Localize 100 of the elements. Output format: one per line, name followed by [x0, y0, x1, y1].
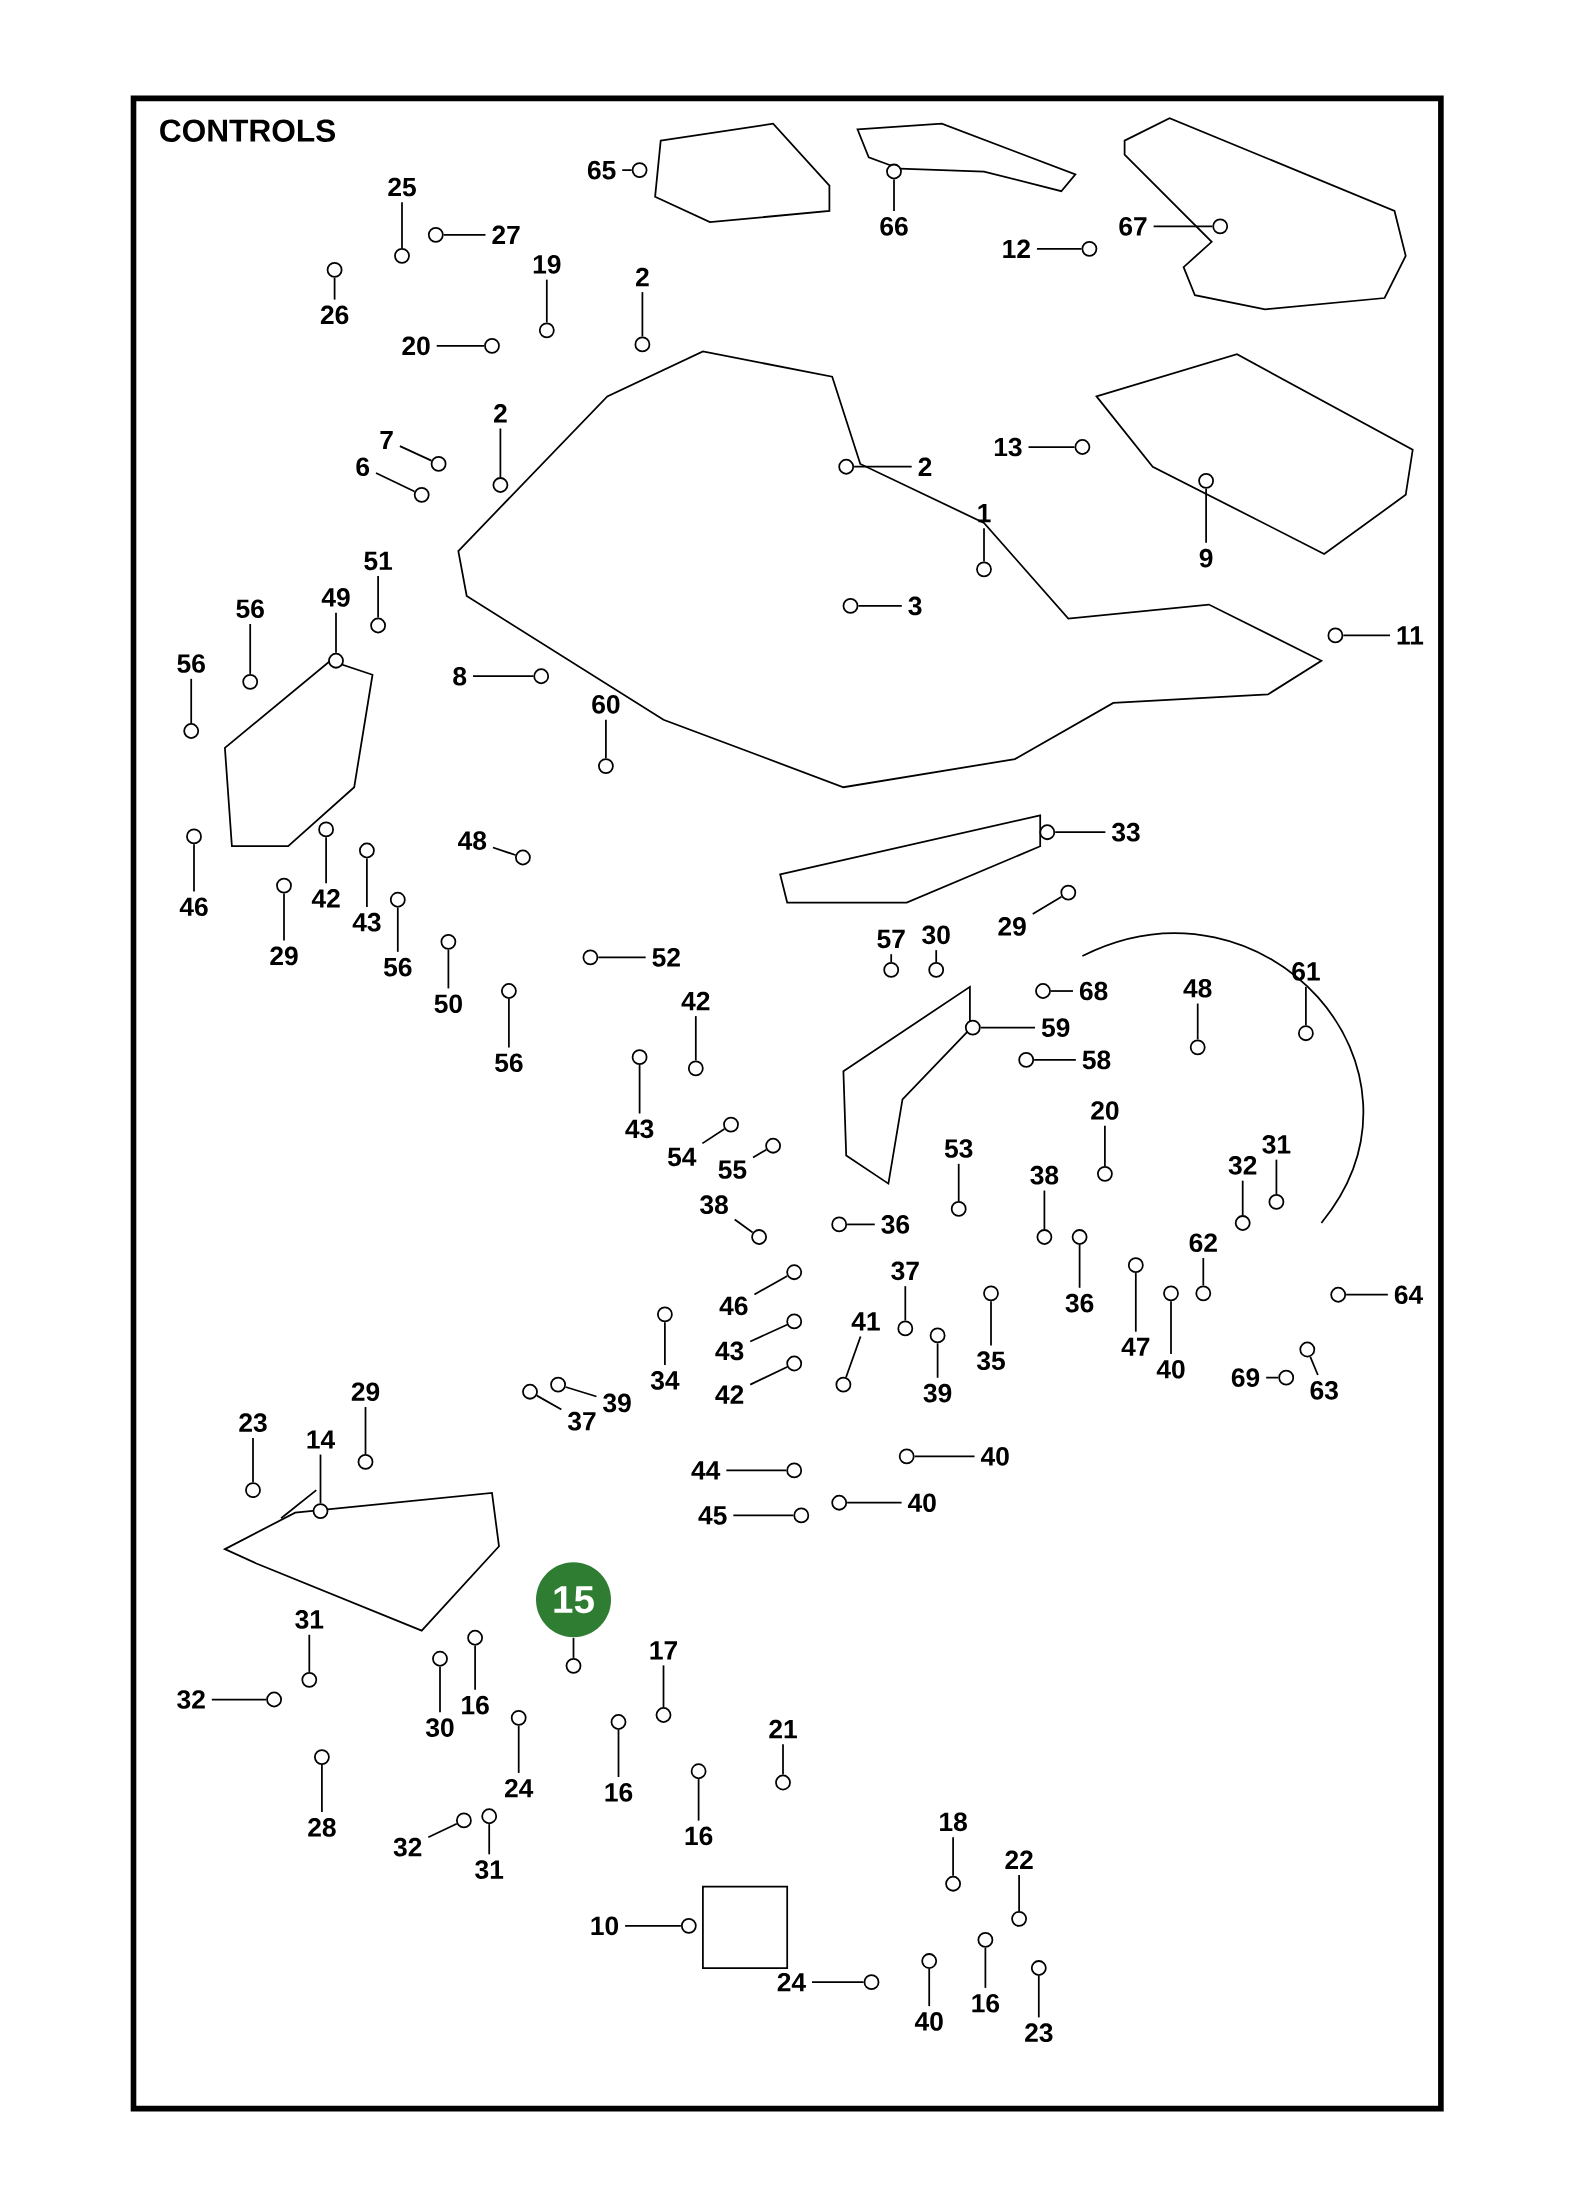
part-dot: [921, 1953, 938, 1969]
callout-number: 44: [691, 1461, 721, 1480]
callout-number: 16: [462, 1695, 489, 1715]
part-dot: [481, 1808, 498, 1825]
callout-number: 30: [425, 1718, 454, 1737]
part-dot: [432, 1650, 448, 1667]
part-dot: [565, 1657, 582, 1674]
callout-number: 42: [311, 889, 340, 908]
callout-number: 30: [922, 925, 950, 945]
leader-line: [1196, 1002, 1199, 1041]
leader-line: [1205, 487, 1207, 544]
part-dot: [1060, 884, 1077, 901]
part-dot: [430, 456, 447, 472]
leader-line: [605, 718, 607, 760]
callout-number: 11: [1397, 626, 1424, 645]
part-dot: [831, 1494, 848, 1511]
part-dot: [1212, 218, 1229, 235]
callout-number: 43: [625, 1119, 654, 1139]
leader-line: [193, 843, 195, 893]
part-dot: [427, 226, 444, 243]
leader-line: [1170, 1300, 1172, 1355]
part-dot: [657, 1306, 673, 1323]
leader-line: [893, 178, 895, 212]
title: CONTROLS: [160, 119, 336, 142]
callout-number: 31: [475, 1860, 504, 1879]
callout-number: 50: [434, 994, 462, 1014]
part-dot: [522, 1383, 538, 1400]
leader-line: [624, 1924, 682, 1927]
leader-line: [638, 1064, 641, 1115]
leader-line: [936, 1342, 939, 1379]
callout-number: 41: [851, 1312, 880, 1331]
leader-line: [621, 169, 633, 171]
callout-number: 57: [877, 929, 905, 949]
callout-number: 32: [393, 1837, 422, 1857]
leader-line: [1202, 1257, 1205, 1287]
callout-number: 42: [681, 991, 710, 1011]
leader-line: [517, 1724, 520, 1774]
callout-number: 14: [307, 1430, 335, 1449]
callout-number: 25: [388, 177, 416, 197]
part-dot: [964, 1019, 981, 1036]
callout-number: 68: [1079, 981, 1108, 1001]
callout-number: 2: [636, 267, 649, 287]
leader-line: [732, 1514, 795, 1517]
leader-line: [952, 1836, 954, 1877]
callout-number: 36: [1065, 1293, 1094, 1313]
leader-line: [853, 465, 913, 468]
leader-line: [474, 1644, 476, 1691]
part-dot: [898, 1448, 915, 1465]
leader-line: [366, 857, 368, 908]
leader-line: [492, 846, 517, 856]
callout-number: 62: [1189, 1233, 1217, 1253]
callout-number: 18: [940, 1812, 967, 1832]
callout-number: 55: [718, 1160, 747, 1179]
leader-line: [701, 1128, 726, 1145]
leader-line: [725, 1469, 788, 1472]
callout-number: 16: [972, 1993, 1000, 2013]
callout-number: 43: [352, 912, 381, 932]
leader-line: [333, 276, 336, 301]
part-dot: [1234, 1215, 1251, 1231]
callout-number: 32: [177, 1690, 205, 1709]
callout-number: 56: [177, 654, 205, 673]
callout-number: 36: [881, 1215, 910, 1234]
callout-number: 23: [1025, 2023, 1053, 2043]
leader-line: [499, 427, 502, 478]
leader-line: [1275, 1158, 1278, 1195]
leader-line: [1241, 1179, 1244, 1216]
callout-number: 37: [891, 1261, 919, 1281]
callout-number: 24: [505, 1778, 534, 1798]
callout-number: 20: [1091, 1101, 1119, 1120]
leader-line: [283, 892, 285, 942]
part-dot: [976, 561, 992, 578]
leader-line: [1134, 1272, 1137, 1333]
part-dot: [1195, 1285, 1212, 1302]
part-dot: [631, 162, 648, 179]
part-dot: [1071, 1229, 1088, 1245]
part-dot: [690, 1763, 707, 1780]
leader-line: [210, 1698, 268, 1701]
callout-number: 20: [402, 336, 430, 356]
part-dot: [1018, 1052, 1035, 1068]
callout-number: 32: [1228, 1155, 1257, 1175]
part-dot: [775, 1774, 791, 1791]
leader-line: [733, 1218, 754, 1234]
leader-line: [641, 291, 644, 338]
leader-line: [935, 949, 938, 963]
part-dot: [842, 598, 859, 614]
callout-number: 61: [1292, 962, 1320, 981]
callout-number: 21: [769, 1719, 797, 1739]
leader-line: [904, 1285, 907, 1322]
leader-line: [983, 527, 985, 563]
leader-line: [1152, 225, 1214, 228]
part-dot: [610, 1714, 627, 1730]
leader-line: [536, 1394, 563, 1411]
part-dot: [538, 322, 555, 339]
leader-line: [845, 1335, 862, 1379]
part-dot: [680, 1917, 697, 1934]
part-dot: [723, 1116, 739, 1133]
leader-line: [1043, 1189, 1046, 1230]
callout-number: 53: [944, 1139, 973, 1158]
part-dot: [1330, 1286, 1347, 1303]
part-dot: [550, 1376, 566, 1393]
